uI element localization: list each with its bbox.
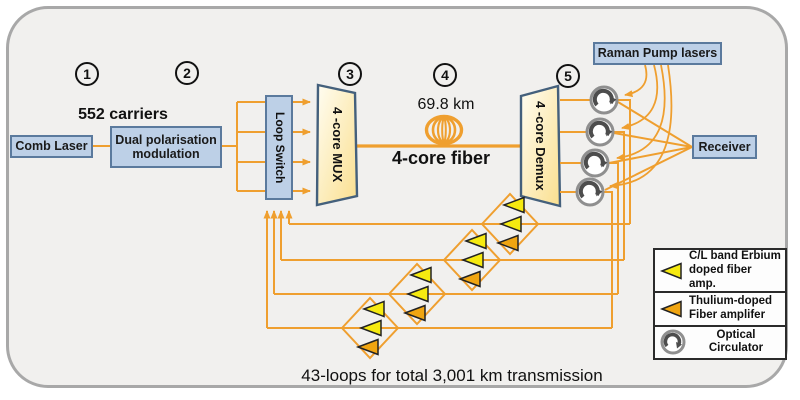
raman-pump-lasers-box: Raman Pump lasers [593,42,722,65]
span-length-label: 69.8 km [417,96,475,113]
legend-box: C/L band Erbium doped fiber amp. Thulium… [653,248,787,360]
circulator-2-icon [585,117,615,147]
circulator-3-icon [580,148,610,178]
mux-shape [315,83,359,207]
legend-row-erbium: C/L band Erbium doped fiber amp. [655,250,785,291]
amplifier-stage-4 [340,296,400,360]
dual-polarisation-modulation-box: Dual polarisation modulation [110,126,222,168]
comb-laser-box: Comb Laser [10,135,93,158]
amplifier-stage-2 [442,228,502,292]
loop-switch-box: Loop Switch [265,95,293,200]
demux-label: 4 -core Demux [533,101,548,191]
amplifier-stage-1 [480,192,540,256]
carriers-label: 552 carriers [78,106,168,123]
step-circle-2: 2 [175,61,199,85]
demux-shape [519,84,562,208]
step-circle-5: 5 [556,64,580,88]
thulium-amp-triangle-icon [659,300,682,318]
legend-label-erbium: C/L band Erbium doped fiber amp. [689,250,781,290]
receiver-box: Receiver [692,135,757,159]
raman-pump-wiring [609,64,673,190]
loops-total-label: 43-loops for total 3,001 km transmission [301,366,603,385]
amplifier-stage-3 [387,262,447,326]
switch-to-mux-arrows [293,98,311,195]
fiber-name-label: 4-core fiber [391,148,491,168]
circulator-1-icon [589,85,619,115]
step-circle-4: 4 [433,63,457,87]
demux-output-wiring [560,99,591,193]
circulator-4-icon [575,177,605,207]
mux-label: 4 -core MUX [330,107,345,183]
legend-label-circulator: Optical Circulator [708,328,764,355]
erbium-amp-triangle-icon [659,262,682,280]
transmitter-wiring [93,101,265,192]
step-circle-3: 3 [338,62,362,86]
step-circle-1: 1 [75,62,99,86]
optical-circulator-icon [660,329,686,355]
loop-return-wiring [263,210,630,329]
legend-label-thulium: Thulium-doped Fiber amplifer [689,295,773,322]
fiber-spool-icon [424,114,464,146]
legend-row-thulium: Thulium-doped Fiber amplifer [655,291,785,324]
legend-row-circulator: Optical Circulator [655,324,785,358]
